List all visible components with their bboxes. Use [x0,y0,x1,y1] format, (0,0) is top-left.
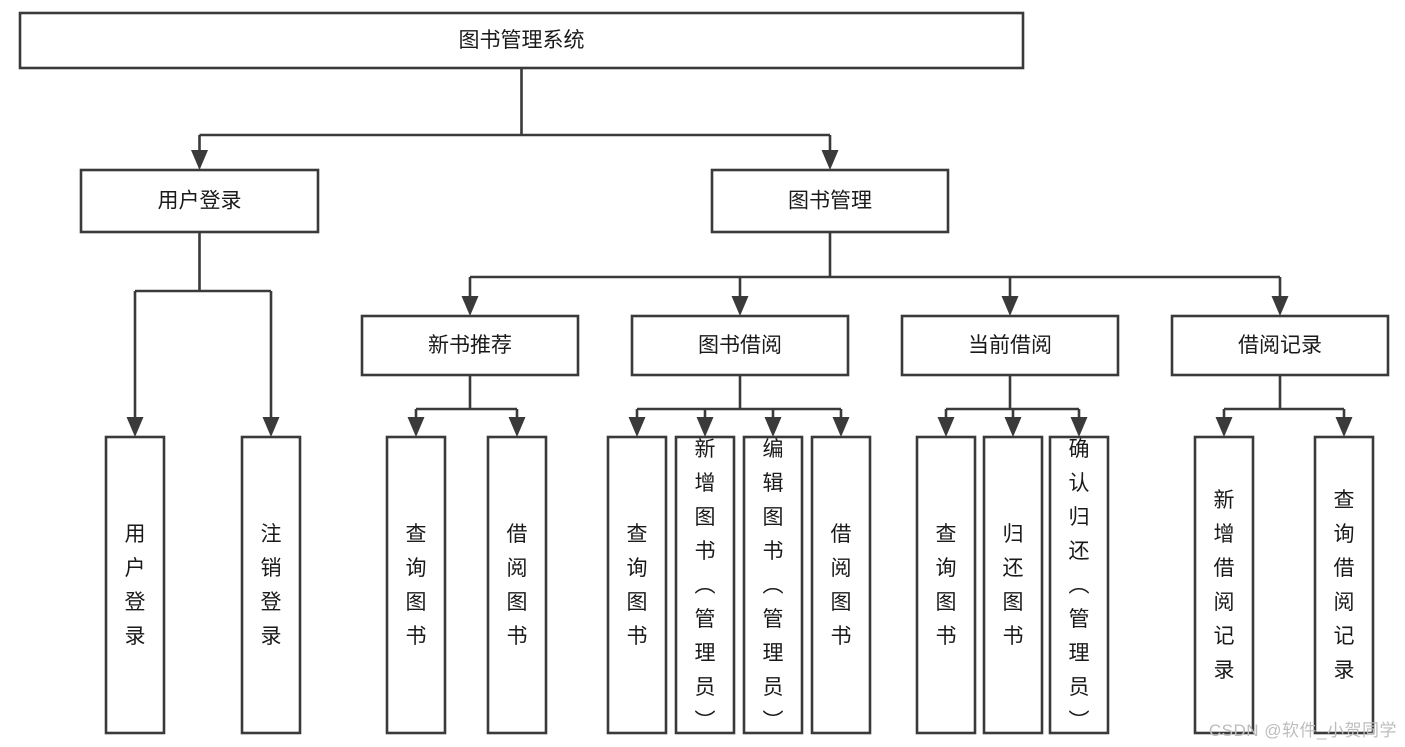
node-borrow-record-box[interactable] [1170,314,1390,377]
node-leaf-query-book-cur-box[interactable] [915,435,977,735]
node-leaf-query-record-box[interactable] [1313,435,1375,735]
record-to-leaves-arrow-1 [1335,417,1353,437]
node-book-manage-label: 图书管理 [788,190,872,213]
node-leaf-borrow-book-rec-box[interactable] [486,435,548,735]
node-book-manage[interactable]: 图书管理 [710,168,950,234]
node-leaf-user-login[interactable]: 用户登录 [104,435,166,735]
login-to-leaves-arrow-1 [262,417,280,437]
node-current-borrow[interactable]: 当前借阅 [900,314,1120,377]
watermark-label: CSDN @软件_小贺同学 [1208,721,1397,740]
root-to-level2-arrow-1 [821,150,839,170]
node-leaf-confirm-return[interactable]: 确认归还︵管理员︶ [1048,435,1110,735]
node-leaf-user-login-label: 用户登录 [125,523,146,648]
node-borrow-record-label: 借阅记录 [1238,334,1322,357]
node-book-borrow[interactable]: 图书借阅 [630,314,850,377]
node-user-login-label: 用户登录 [158,190,242,213]
login-to-leaves-arrow-0 [126,417,144,437]
node-leaf-return-book-box[interactable] [982,435,1044,735]
manage-to-level3-arrow-3 [1271,296,1289,316]
node-root-system-box[interactable] [18,11,1025,70]
node-new-book-recommend-box[interactable] [360,314,580,377]
record-to-leaves-arrow-0 [1215,417,1233,437]
node-leaf-query-book-brw-box[interactable] [606,435,668,735]
node-leaf-add-book[interactable]: 新增图书︵管理员︶ [674,435,736,735]
node-leaf-borrow-book-rec[interactable]: 借阅图书 [486,435,548,735]
node-leaf-query-book-rec[interactable]: 查询图书 [385,435,447,735]
node-leaf-borrow-book-brw[interactable]: 借阅图书 [810,435,872,735]
newbook-to-leaves-arrow-1 [508,417,526,437]
node-leaf-confirm-return-box[interactable] [1048,435,1110,735]
node-user-login-box[interactable] [79,168,320,234]
current-to-leaves-arrow-1 [1004,417,1022,437]
borrow-to-leaves-arrow-2 [764,417,782,437]
borrow-to-leaves-arrow-0 [628,417,646,437]
node-user-login[interactable]: 用户登录 [79,168,320,234]
current-to-leaves-arrow-2 [1070,417,1088,437]
borrow-to-leaves-arrow-1 [696,417,714,437]
node-leaf-query-record[interactable]: 查询借阅记录 [1313,435,1375,735]
node-leaf-confirm-return-label: 确认归还︵管理员︶ [1069,438,1090,733]
node-root-system[interactable]: 图书管理系统 [18,11,1025,70]
node-leaf-logout-login-box[interactable] [240,435,302,735]
node-leaf-edit-book-label: 编辑图书︵管理员︶ [763,438,784,733]
node-root-system-label: 图书管理系统 [459,29,585,52]
node-leaf-edit-book-box[interactable] [742,435,804,735]
node-leaf-query-book-brw-label: 查询图书 [627,523,648,648]
node-leaf-add-book-box[interactable] [674,435,736,735]
node-leaf-query-book-cur[interactable]: 查询图书 [915,435,977,735]
node-leaf-query-book-brw[interactable]: 查询图书 [606,435,668,735]
manage-to-level3-arrow-0 [461,296,479,316]
node-leaf-query-book-cur-label: 查询图书 [936,523,957,648]
node-leaf-add-record-label: 新增借阅记录 [1214,489,1235,682]
node-new-book-recommend[interactable]: 新书推荐 [360,314,580,377]
manage-to-level3-arrow-1 [731,296,749,316]
node-current-borrow-box[interactable] [900,314,1120,377]
nodes-layer: 图书管理系统用户登录图书管理新书推荐图书借阅当前借阅借阅记录用户登录注销登录查询… [18,11,1390,735]
node-leaf-edit-book[interactable]: 编辑图书︵管理员︶ [742,435,804,735]
borrow-to-leaves-arrow-3 [832,417,850,437]
newbook-to-leaves-arrow-0 [407,417,425,437]
node-leaf-logout-login[interactable]: 注销登录 [240,435,302,735]
node-book-borrow-label: 图书借阅 [698,334,782,357]
node-borrow-record[interactable]: 借阅记录 [1170,314,1390,377]
manage-to-level3-arrow-2 [1001,296,1019,316]
current-to-leaves-arrow-0 [937,417,955,437]
node-new-book-recommend-label: 新书推荐 [428,334,512,357]
node-leaf-return-book[interactable]: 归还图书 [982,435,1044,735]
node-book-borrow-box[interactable] [630,314,850,377]
node-leaf-query-record-label: 查询借阅记录 [1334,489,1355,682]
node-leaf-borrow-book-rec-label: 借阅图书 [507,523,528,648]
node-book-manage-box[interactable] [710,168,950,234]
connectors-layer [126,68,1353,437]
node-leaf-add-record[interactable]: 新增借阅记录 [1193,435,1255,735]
node-leaf-logout-login-label: 注销登录 [261,523,282,648]
node-leaf-query-book-rec-label: 查询图书 [406,523,427,648]
node-leaf-query-book-rec-box[interactable] [385,435,447,735]
node-leaf-return-book-label: 归还图书 [1003,523,1024,648]
root-to-level2-arrow-0 [191,150,208,170]
node-leaf-add-record-box[interactable] [1193,435,1255,735]
node-leaf-borrow-book-brw-label: 借阅图书 [831,523,852,648]
node-leaf-add-book-label: 新增图书︵管理员︶ [695,438,716,733]
node-leaf-borrow-book-brw-box[interactable] [810,435,872,735]
node-leaf-user-login-box[interactable] [104,435,166,735]
node-current-borrow-label: 当前借阅 [968,334,1052,357]
